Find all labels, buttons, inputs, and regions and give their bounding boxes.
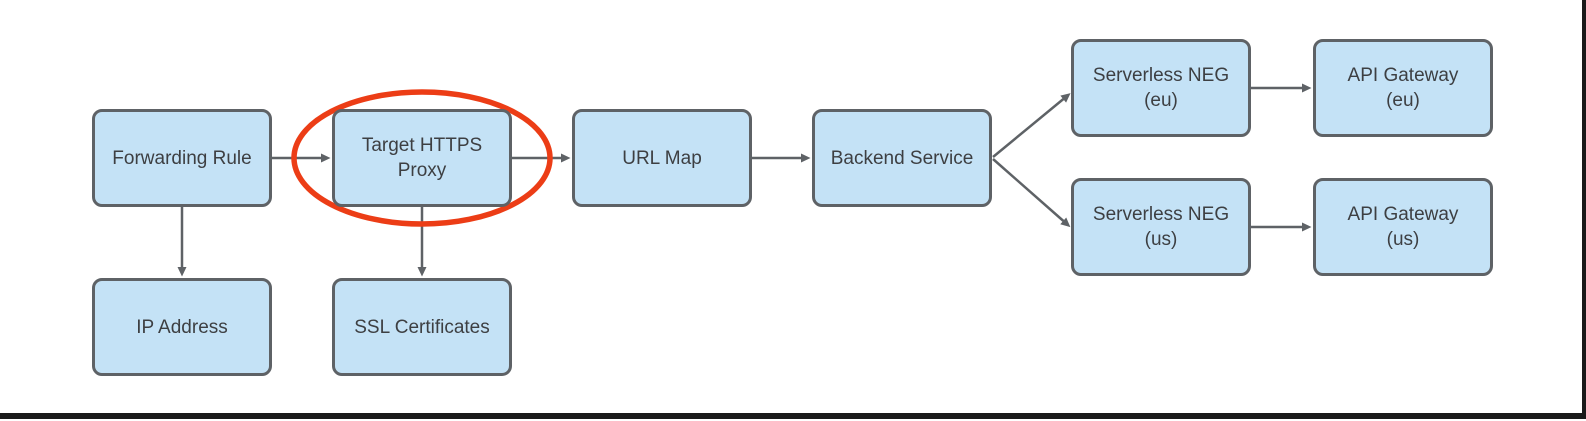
node-label: IP Address (136, 316, 228, 338)
node-label: Serverless NEG (eu) (1092, 65, 1230, 111)
edge-backend-service-to-serverless-neg-us (992, 158, 1071, 228)
node-label: API Gateway (us) (1347, 204, 1459, 250)
node-label: SSL Certificates (354, 316, 490, 338)
node-target-https-proxy: Target HTTPS Proxy (332, 109, 512, 207)
frame-bottom-border (0, 413, 1586, 419)
node-url-map: URL Map (572, 109, 752, 207)
node-ip-address: IP Address (92, 278, 272, 376)
node-label: URL Map (622, 147, 702, 169)
highlight-ellipse (291, 89, 553, 227)
node-label: Forwarding Rule (112, 147, 252, 169)
node-label: Target HTTPS Proxy (361, 135, 483, 181)
node-label: API Gateway (eu) (1347, 65, 1459, 111)
node-serverless-neg-eu: Serverless NEG (eu) (1071, 39, 1251, 137)
node-ssl-certificates: SSL Certificates (332, 278, 512, 376)
node-api-gateway-us: API Gateway (us) (1313, 178, 1493, 276)
frame-right-border (1582, 0, 1586, 419)
node-label: Serverless NEG (us) (1092, 204, 1230, 250)
node-label: Backend Service (830, 147, 974, 169)
node-backend-service: Backend Service (812, 109, 992, 207)
node-forwarding-rule: Forwarding Rule (92, 109, 272, 207)
edge-backend-service-to-serverless-neg-eu (992, 93, 1071, 158)
node-api-gateway-eu: API Gateway (eu) (1313, 39, 1493, 137)
node-serverless-neg-us: Serverless NEG (us) (1071, 178, 1251, 276)
